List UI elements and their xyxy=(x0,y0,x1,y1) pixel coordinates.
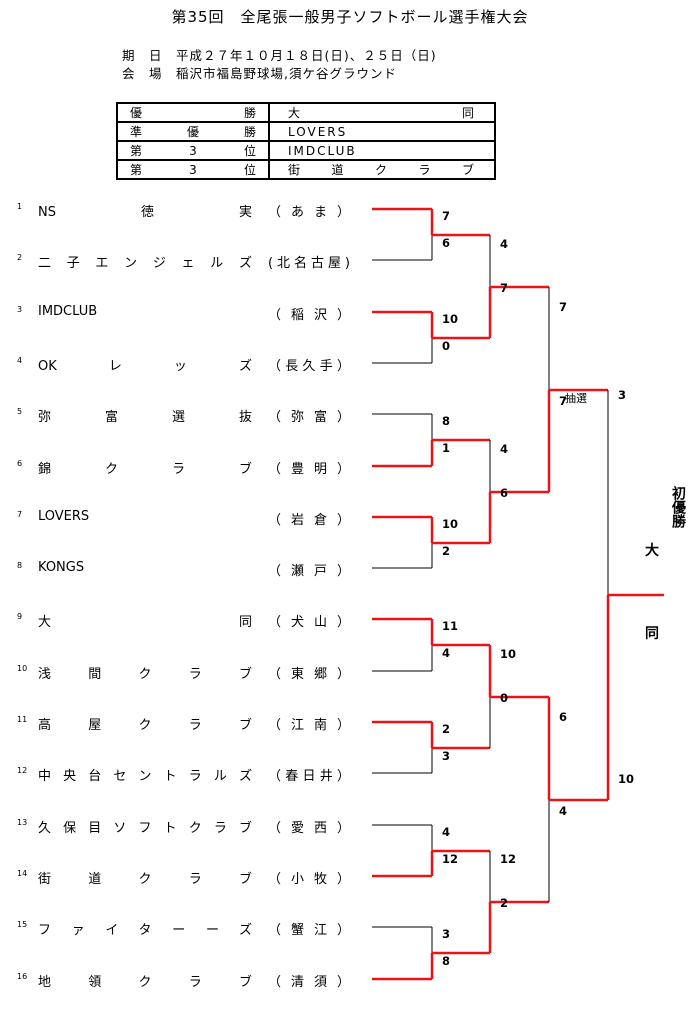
score-label: 10 xyxy=(442,517,459,531)
score-label: 3 xyxy=(442,749,451,763)
result-team: 街道クラブ xyxy=(268,159,496,180)
team-name: 二子エンジェルズ xyxy=(38,256,252,271)
score-label: 2 xyxy=(500,896,509,910)
score-label: 2 xyxy=(442,722,451,736)
team-number: 14 xyxy=(17,869,28,878)
team-name: 大 同 xyxy=(38,615,252,630)
team-name: 中央台セントラルズ xyxy=(38,769,252,784)
team-number: 11 xyxy=(17,715,28,724)
score-label: 4 xyxy=(559,804,568,818)
score-label: 6 xyxy=(442,236,451,250)
team-name: LOVERS xyxy=(38,509,90,524)
team-number: 13 xyxy=(17,818,28,827)
team-name: ファイターーズ xyxy=(38,923,252,938)
team-number: 9 xyxy=(17,612,23,621)
team-area: （愛西） xyxy=(268,821,350,836)
team-name: IMDCLUB xyxy=(38,304,98,319)
score-label: 0 xyxy=(500,691,509,705)
team-number: 3 xyxy=(17,305,23,314)
score-label: 3 xyxy=(618,388,627,402)
team-area: （蟹江） xyxy=(268,923,350,938)
team-area: （春日井） xyxy=(268,769,350,784)
team-area: （豊明） xyxy=(268,462,350,477)
rank-label: 第3位 xyxy=(116,159,270,180)
score-label: 3 xyxy=(442,927,451,941)
team-area: （岩倉） xyxy=(268,513,350,528)
score-label: 6 xyxy=(500,486,509,500)
score-label: 1 xyxy=(442,441,451,455)
score-label: 12 xyxy=(500,852,517,866)
score-label: 10 xyxy=(442,312,459,326)
team-area: （小牧） xyxy=(268,872,350,887)
champion-name-char: 大 xyxy=(645,543,659,559)
score-label: 8 xyxy=(442,414,451,428)
team-name: 錦クラブ xyxy=(38,462,252,477)
venue-line: 会 場 稲沢市福島野球場,須ケ谷グラウンド xyxy=(122,66,397,81)
score-label: 8 xyxy=(442,954,451,968)
score-label: 7 xyxy=(500,281,509,295)
champion-name-char: 同 xyxy=(645,626,659,642)
team-name: KONGS xyxy=(38,560,85,575)
team-number: 4 xyxy=(17,356,23,365)
result-team: 大同 xyxy=(268,102,496,123)
rank-label: 準優勝 xyxy=(116,121,270,142)
team-number: 12 xyxy=(17,766,28,775)
team-number: 7 xyxy=(17,510,23,519)
rank-label: 優勝 xyxy=(116,102,270,123)
result-team: LOVERS xyxy=(268,121,496,142)
team-name: OKレッズ xyxy=(38,359,252,374)
lottery-note: 抽選 xyxy=(565,392,587,405)
score-label: 4 xyxy=(442,646,451,660)
score-label: 7 xyxy=(442,209,451,223)
team-name: 弥富選抜 xyxy=(38,410,252,425)
score-label: 4 xyxy=(500,237,509,251)
score-label: 6 xyxy=(559,710,568,724)
team-number: 10 xyxy=(17,664,28,673)
team-area: （長久手） xyxy=(268,359,350,374)
team-area: （あま） xyxy=(268,205,350,220)
score-label: 0 xyxy=(442,339,451,353)
score-label: 7 xyxy=(559,300,568,314)
team-number: 6 xyxy=(17,459,23,468)
score-label: 10 xyxy=(500,647,517,661)
team-name: 浅間クラブ xyxy=(38,667,252,682)
results-row: 第3位街道クラブ xyxy=(116,159,496,180)
team-number: 15 xyxy=(17,920,28,929)
score-label: 2 xyxy=(442,544,451,558)
team-area: （瀬戸） xyxy=(268,564,350,579)
champion-char: 初優勝 xyxy=(670,486,686,528)
date-line: 期 日 平成２７年１０月１８日(日)、２５日（日) xyxy=(122,48,437,63)
score-label: 7 xyxy=(559,394,568,408)
team-area: （犬山） xyxy=(268,615,350,630)
page-title: 第35回 全尾張一般男子ソフトボール選手権大会 xyxy=(171,8,529,26)
team-area: (北名古屋) xyxy=(268,256,350,271)
team-name: NS徳実 xyxy=(38,205,252,220)
team-area: （江南） xyxy=(268,718,350,733)
result-team: IMDCLUB xyxy=(268,140,496,161)
team-number: 1 xyxy=(17,202,23,211)
results-row: 優勝大同 xyxy=(116,102,496,123)
score-label: 11 xyxy=(442,619,459,633)
score-label: 4 xyxy=(442,825,451,839)
team-name: 高屋クラブ xyxy=(38,718,252,733)
team-number: 2 xyxy=(17,253,23,262)
team-area: （東郷） xyxy=(268,667,350,682)
score-label: 12 xyxy=(442,852,459,866)
team-number: 5 xyxy=(17,407,23,416)
team-name: 久保目ソフトクラブ xyxy=(38,821,252,836)
rank-label: 第3位 xyxy=(116,140,270,161)
score-label: 10 xyxy=(618,772,635,786)
team-area: （清須） xyxy=(268,975,350,990)
score-label: 4 xyxy=(500,442,509,456)
team-area: （稲沢） xyxy=(268,308,350,323)
team-number: 8 xyxy=(17,561,23,570)
team-area: （弥富） xyxy=(268,410,350,425)
team-number: 16 xyxy=(17,972,28,981)
team-name: 地領クラブ xyxy=(38,975,252,990)
team-name: 街道クラブ xyxy=(38,872,252,887)
